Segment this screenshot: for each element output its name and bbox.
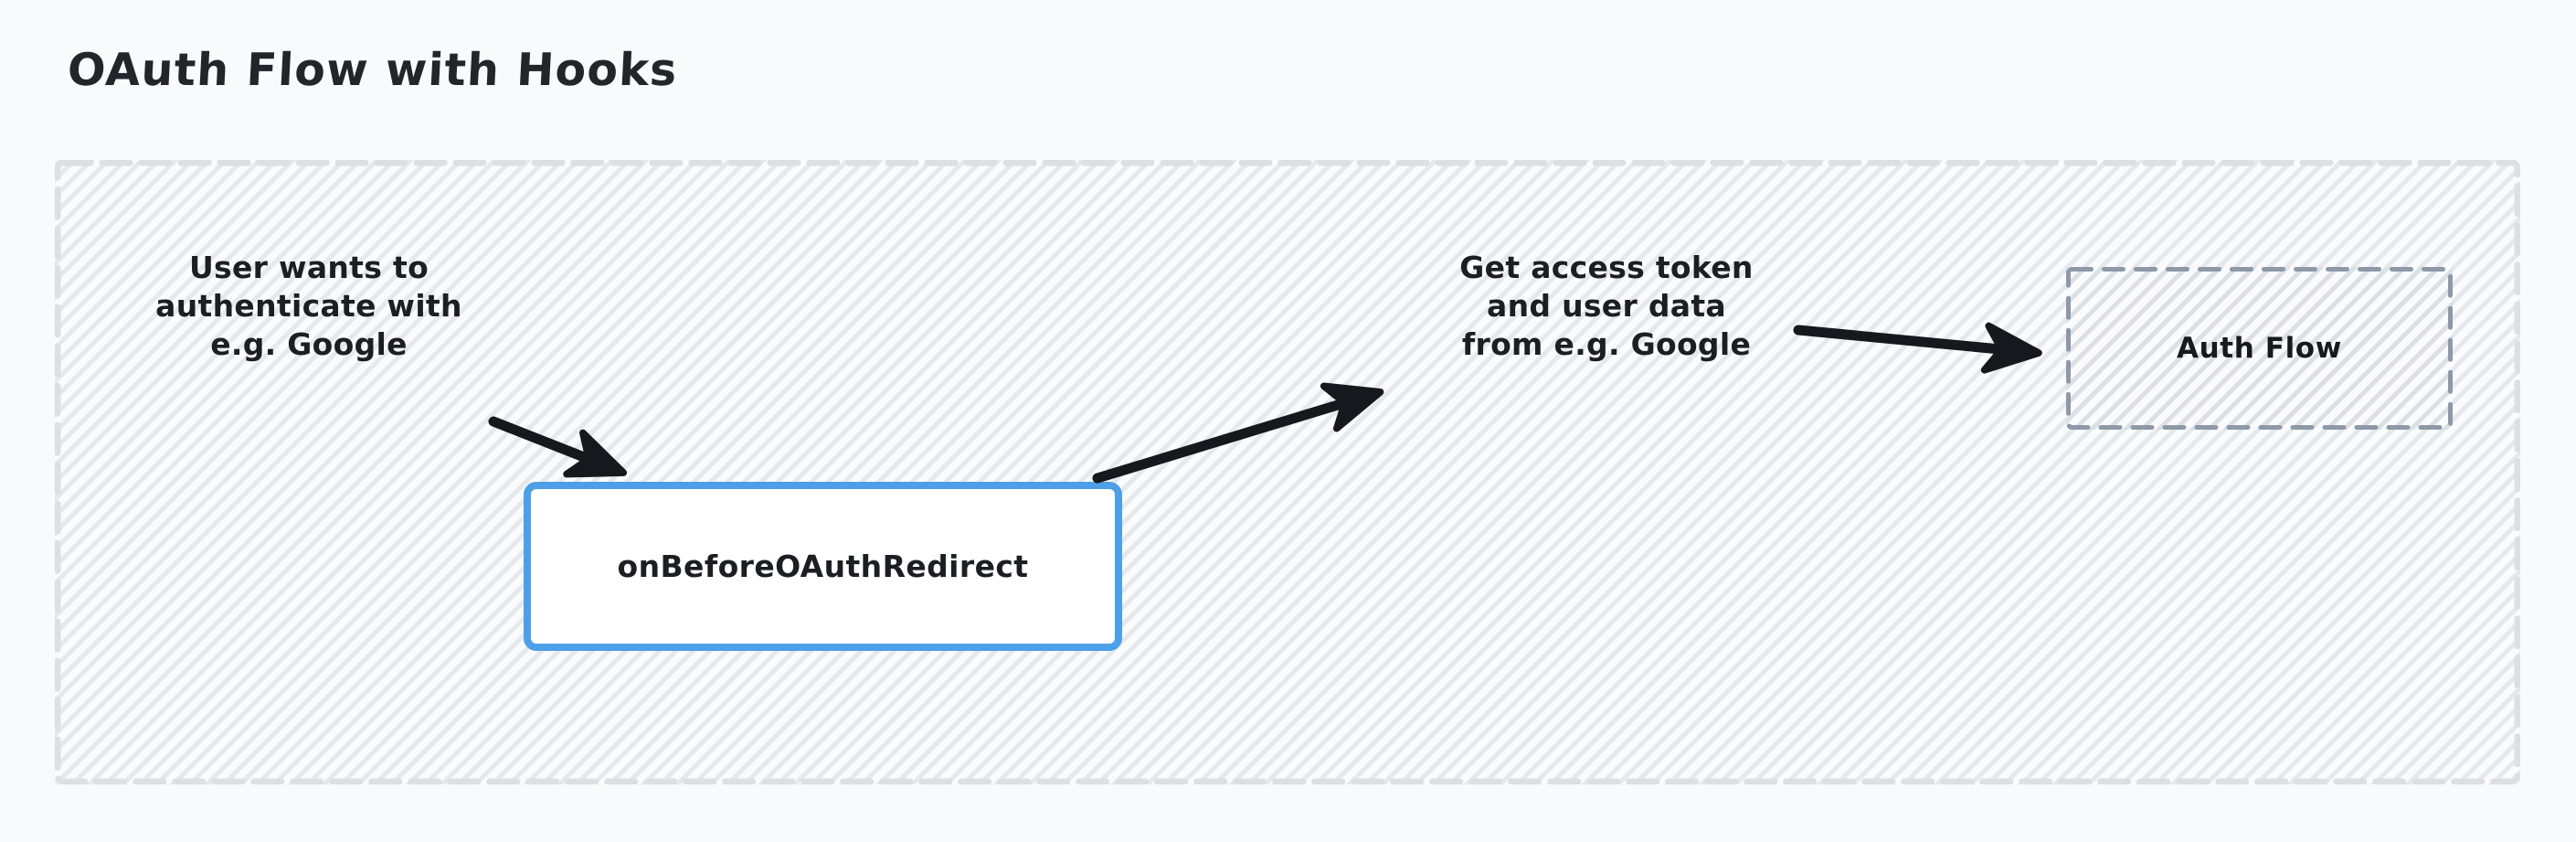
edge-label-user-to-hook: User wants to authenticate with e.g. Goo… [155, 250, 462, 363]
edge-label-hook-to-authflow: Get access token and user data from e.g.… [1459, 250, 1754, 363]
node-on-before-oauth-redirect[interactable]: onBeforeOAuthRedirect [524, 482, 1122, 651]
page-title: OAuth Flow with Hooks [66, 44, 679, 96]
node-auth-flow-label: Auth Flow [2177, 332, 2342, 365]
node-hook-label: onBeforeOAuthRedirect [617, 549, 1029, 584]
node-auth-flow[interactable]: Auth Flow [2066, 267, 2453, 430]
